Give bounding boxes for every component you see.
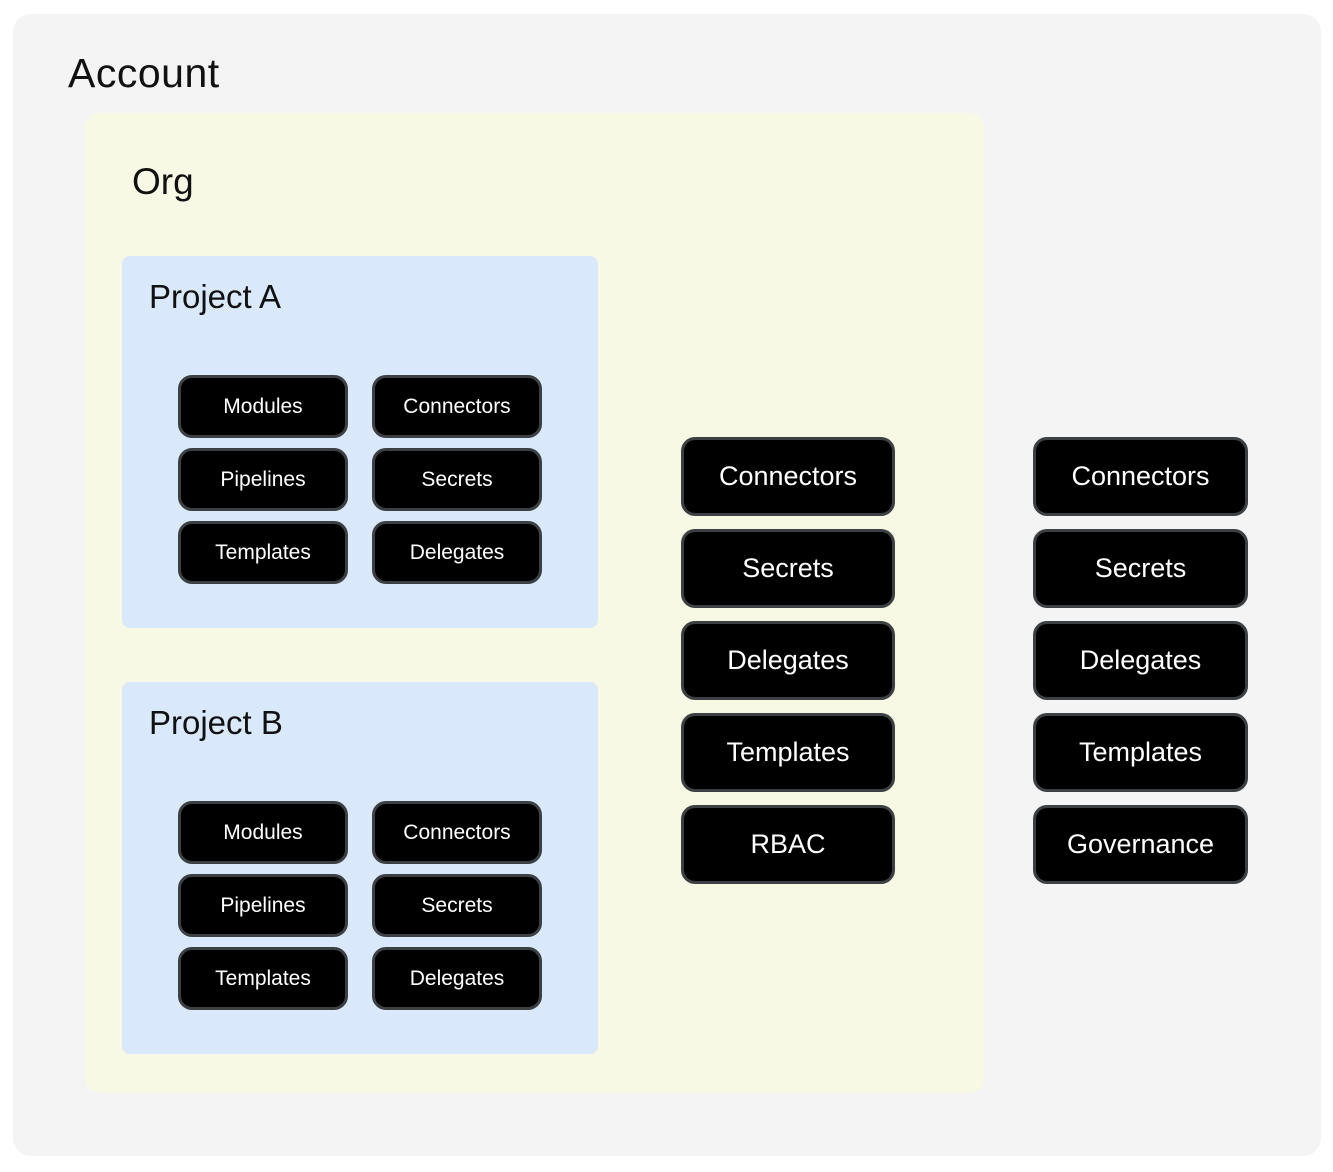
org-scope-box: Org Project A Modules Connectors Pipelin…	[85, 113, 984, 1093]
node-project-b-templates: Templates	[178, 947, 348, 1010]
node-project-a-secrets: Secrets	[372, 448, 542, 511]
node-org-templates: Templates	[681, 713, 895, 792]
node-org-delegates: Delegates	[681, 621, 895, 700]
node-account-templates: Templates	[1033, 713, 1248, 792]
account-scope-title: Account	[68, 50, 220, 96]
node-project-b-connectors: Connectors	[372, 801, 542, 864]
node-project-b-secrets: Secrets	[372, 874, 542, 937]
account-scope-box: Account Org Project A Modules Connectors…	[13, 14, 1321, 1156]
node-account-delegates: Delegates	[1033, 621, 1248, 700]
project-b-title: Project B	[149, 704, 283, 741]
node-project-b-delegates: Delegates	[372, 947, 542, 1010]
node-project-a-modules: Modules	[178, 375, 348, 438]
node-project-b-pipelines: Pipelines	[178, 874, 348, 937]
project-b-resource-grid: Modules Connectors Pipelines Secrets Tem…	[178, 801, 542, 1010]
node-project-b-modules: Modules	[178, 801, 348, 864]
account-resource-column: Connectors Secrets Delegates Templates G…	[1033, 437, 1248, 884]
node-org-secrets: Secrets	[681, 529, 895, 608]
org-scope-title: Org	[132, 161, 194, 202]
project-a-scope-box: Project A Modules Connectors Pipelines S…	[122, 256, 598, 628]
node-account-connectors: Connectors	[1033, 437, 1248, 516]
node-account-governance: Governance	[1033, 805, 1248, 884]
project-a-title: Project A	[149, 278, 282, 315]
node-project-a-delegates: Delegates	[372, 521, 542, 584]
node-org-connectors: Connectors	[681, 437, 895, 516]
node-project-a-templates: Templates	[178, 521, 348, 584]
node-project-a-connectors: Connectors	[372, 375, 542, 438]
node-org-rbac: RBAC	[681, 805, 895, 884]
project-a-resource-grid: Modules Connectors Pipelines Secrets Tem…	[178, 375, 542, 584]
node-project-a-pipelines: Pipelines	[178, 448, 348, 511]
node-account-secrets: Secrets	[1033, 529, 1248, 608]
project-b-scope-box: Project B Modules Connectors Pipelines S…	[122, 682, 598, 1054]
org-resource-column: Connectors Secrets Delegates Templates R…	[681, 437, 895, 884]
